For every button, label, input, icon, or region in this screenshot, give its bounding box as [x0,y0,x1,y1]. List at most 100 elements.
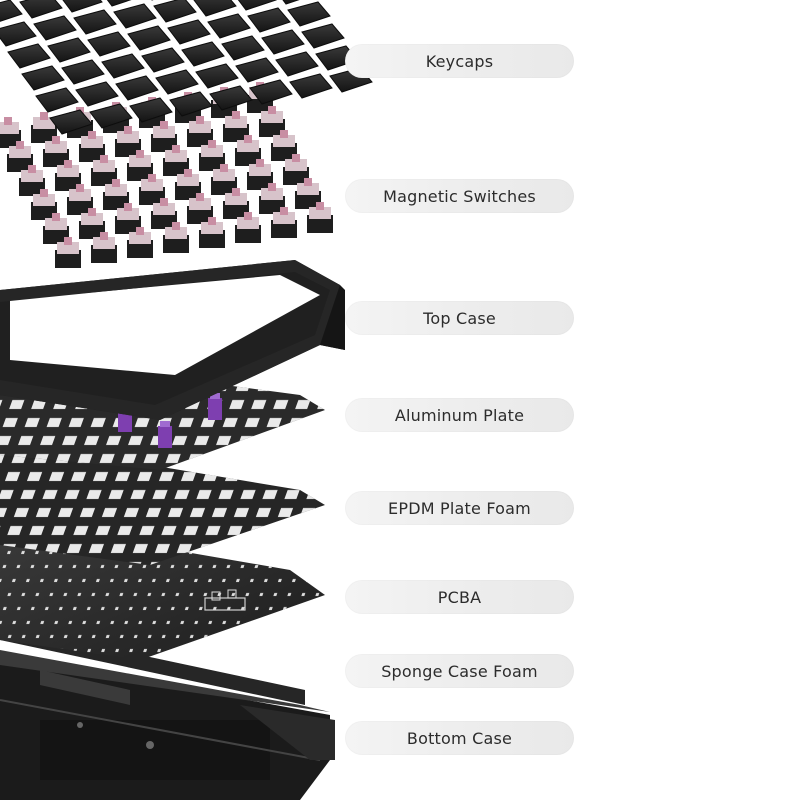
keycap-icon [61,59,105,85]
switch-icon [127,227,153,258]
switch-icon [199,140,225,171]
switch-icon [79,208,105,239]
keycap-icon [169,91,213,117]
keycap-icon [87,31,131,57]
switch-icon [91,155,117,186]
switch-icon [271,207,297,238]
switch-icon [247,159,273,190]
keycap-icon [282,0,300,5]
label-pcba: PCBA [345,580,574,614]
switch-icon [103,179,129,210]
keycap-icon [287,1,331,27]
keycap-icon [221,35,265,61]
keycap-icon [289,73,333,99]
switch-icon [187,116,213,147]
keycap-icon [75,81,119,107]
keycap-icon [129,97,173,123]
switch-icon [163,222,189,253]
switch-icon [151,198,177,229]
label-top-case: Top Case [345,301,574,335]
label-keycaps-text: Keycaps [425,51,494,71]
keycap-icon [249,79,293,105]
switch-icon [211,164,237,195]
switch-icon [151,121,177,152]
keycap-icon [127,25,171,51]
keycap-icon [235,57,279,83]
keycap-icon [247,7,291,33]
switch-icon [187,193,213,224]
label-epdm-plate-foam-text: EPDM Plate Foam [388,498,531,518]
label-bottom-case: Bottom Case [345,721,574,755]
keycap-icon [181,41,225,67]
keycap-icon [49,109,93,135]
keycap-icon [275,51,319,77]
keycap-icon [0,0,23,22]
keycap-icon [73,9,117,35]
keycap-icon [89,103,133,129]
switch-icon [115,126,141,157]
keycap-icon [193,0,237,17]
switch-icon [43,213,69,244]
keycap-icon [155,69,199,95]
switch-icon [283,154,309,185]
keycap-icon [106,0,132,7]
switch-icon [223,188,249,219]
switch-icon [271,130,297,161]
keycap-icon [19,0,63,19]
switch-icon [259,106,285,137]
label-epdm-plate-foam: EPDM Plate Foam [345,491,574,525]
switch-icon [43,136,69,167]
keycaps-layer [0,0,373,135]
keycap-icon [261,29,305,55]
keycap-icon [237,0,277,11]
switch-icon [55,160,81,191]
keycap-icon [113,3,157,29]
keycap-icon [195,63,239,89]
keycap-icon [141,47,185,73]
switch-icon [0,117,21,148]
switch-icon [127,150,153,181]
keycap-icon [47,37,91,63]
label-aluminum-plate: Aluminum Plate [345,398,574,432]
label-aluminum-plate-text: Aluminum Plate [394,405,525,425]
label-sponge-case-foam: Sponge Case Foam [345,654,574,688]
keycap-icon [115,75,159,101]
keycap-icon [207,13,251,39]
switch-icon [199,217,225,248]
label-magnetic-switches: Magnetic Switches [345,179,574,213]
switch-icon [163,145,189,176]
switch-icon [91,232,117,263]
keycap-icon [62,0,103,13]
keycap-icon [35,87,79,113]
label-sponge-case-foam-text: Sponge Case Foam [381,661,538,681]
magnetic-switches-layer [0,82,333,268]
switch-icon [115,203,141,234]
switch-icon [31,112,57,143]
switch-icon [67,184,93,215]
switch-icon [79,131,105,162]
switch-icon [307,202,333,233]
switch-icon [235,212,261,243]
label-pcba-text: PCBA [437,587,482,607]
keycap-icon [153,0,197,23]
switch-icon [19,165,45,196]
switch-icon [139,174,165,205]
label-keycaps: Keycaps [345,44,574,78]
keycap-icon [21,65,65,91]
switch-icon [259,183,285,214]
switch-icon [55,237,81,268]
switch-icon [175,169,201,200]
keycap-icon [0,21,37,47]
top-case-layer [0,260,345,420]
switch-icon [31,189,57,220]
label-bottom-case-text: Bottom Case [406,728,513,748]
keycap-icon [209,85,253,111]
keycap-icon [301,23,345,49]
switch-icon [7,141,33,172]
keycap-icon [7,43,51,69]
epdm-plate-foam-layer [0,440,325,565]
switch-icon [235,135,261,166]
keycap-icon [167,19,211,45]
